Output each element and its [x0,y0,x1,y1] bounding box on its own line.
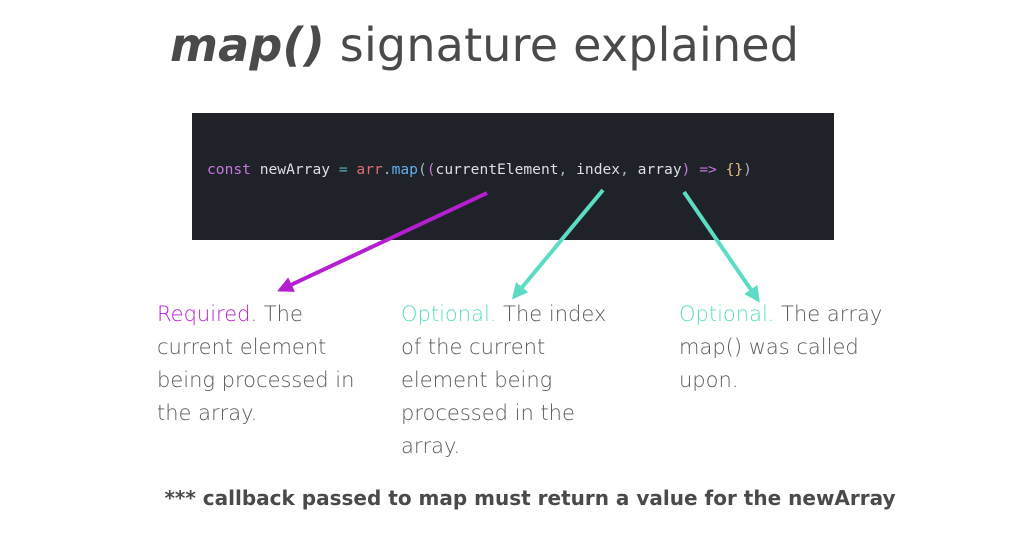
code-paren-outer-open: ( [417,161,427,178]
code-braces: {} [725,161,744,178]
code-param-index: index [576,161,621,178]
description-text: The current element being processed in t… [157,302,355,425]
description-array: Optional. The array map() was called upo… [679,298,909,397]
code-comma: , [558,161,568,178]
code-object: arr [356,161,383,178]
code-arrow: => [699,161,717,178]
code-paren-inner-close: ) [681,161,691,178]
footer-note: *** callback passed to map must return a… [164,486,896,510]
code-paren-outer-close: ) [743,161,752,178]
code-dot: . [382,161,392,178]
code-keyword: const [207,161,251,178]
label-required: Required. [157,302,258,326]
description-text: The array map() was called upon. [679,302,883,392]
code-function: map [391,161,418,178]
code-param-current-element: currentElement [435,161,559,178]
code-block: const newArray = arr.map((currentElement… [192,113,834,240]
code-paren-inner-open: ( [426,161,436,178]
code-assign: = [338,161,348,178]
description-index: Optional. The index of the current eleme… [401,298,631,463]
description-current-element: Required. The current element being proc… [157,298,377,430]
page-title: map() signature explained [170,18,799,72]
title-rest: signature explained [324,18,800,72]
code-line: const newArray = arr.map((currentElement… [207,161,752,178]
code-param-array: array [637,161,682,178]
code-comma: , [620,161,629,178]
label-optional: Optional. [401,302,497,326]
code-variable: newArray [259,161,331,178]
title-function: map() [170,18,325,72]
description-text: The index of the current element being p… [401,302,607,458]
label-optional: Optional. [679,302,775,326]
